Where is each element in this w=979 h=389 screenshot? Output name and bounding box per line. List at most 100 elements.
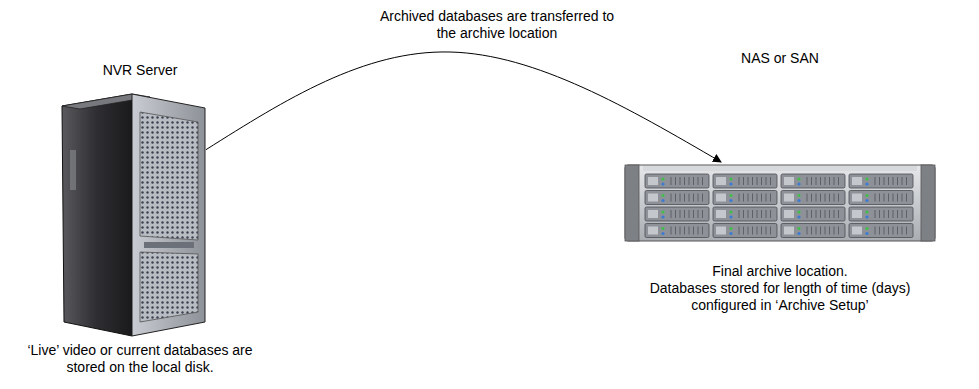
activity-led (729, 232, 732, 235)
vent-slot (698, 210, 699, 218)
vent-slot (888, 227, 889, 235)
activity-led (661, 232, 664, 235)
vent-slot (879, 194, 880, 202)
vent-slot (702, 194, 703, 202)
status-led (865, 194, 868, 197)
vent-slot (752, 194, 753, 202)
drive-bay (713, 174, 777, 188)
vent-slot (888, 194, 889, 202)
vent-slot (897, 227, 898, 235)
vent-slot (820, 177, 821, 185)
drive-bay (645, 207, 709, 221)
status-led (661, 227, 664, 230)
drive-bays (645, 174, 913, 238)
drive-tray (713, 174, 777, 188)
activity-led (865, 215, 868, 218)
vent-slot (838, 227, 839, 235)
vent-slot (757, 227, 758, 235)
drive-bay (849, 207, 913, 221)
vent-slot (752, 177, 753, 185)
vent-slot (766, 227, 767, 235)
vent-slot (875, 227, 876, 235)
drive-tray (849, 174, 913, 188)
drive-bay (713, 207, 777, 221)
vent-slot (820, 227, 821, 235)
vent-slot (906, 177, 907, 185)
vent-slot (693, 227, 694, 235)
vent-slot (902, 210, 903, 218)
activity-led (865, 232, 868, 235)
vent-slot (834, 177, 835, 185)
vent-slot (770, 177, 771, 185)
vent-slot (684, 177, 685, 185)
status-led (729, 194, 732, 197)
vent-slot (897, 194, 898, 202)
vent-slot (902, 177, 903, 185)
tray-handle (852, 210, 862, 218)
drive-tray (645, 191, 709, 205)
vent-slot (766, 210, 767, 218)
vent-slot (693, 177, 694, 185)
device-caption: ‘Live’ video or current databases are st… (20, 342, 260, 376)
vent-slot (838, 210, 839, 218)
vent-slot (689, 227, 690, 235)
vent-slot (743, 177, 744, 185)
vent-slot (698, 177, 699, 185)
vent-slot (875, 194, 876, 202)
vent-slot (884, 194, 885, 202)
vent-slot (684, 227, 685, 235)
vent-slot (825, 177, 826, 185)
status-led (661, 177, 664, 180)
activity-led (729, 215, 732, 218)
tray-handle (852, 227, 862, 235)
vent-slot (884, 210, 885, 218)
tray-handle (852, 177, 862, 185)
tray-handle (648, 210, 658, 218)
drive-tray (781, 191, 845, 205)
vent-slot (906, 194, 907, 202)
vent-slot (829, 227, 830, 235)
vent-slot (834, 194, 835, 202)
vent-slot (693, 210, 694, 218)
vent-slot (879, 210, 880, 218)
vent-slot (888, 210, 889, 218)
tray-handle (784, 177, 794, 185)
vent-slot (816, 227, 817, 235)
drive-bay (781, 191, 845, 205)
vent-slot (838, 194, 839, 202)
vent-slot (739, 177, 740, 185)
vent-slot (680, 194, 681, 202)
device-node: NVR Server ‘Live’ video or current databa… (15, 62, 265, 376)
vent-slot (761, 210, 762, 218)
vent-slot (689, 194, 690, 202)
activity-led (661, 199, 664, 202)
picture-area (62, 94, 205, 336)
vent-slot (675, 227, 676, 235)
vent-slot (671, 194, 672, 202)
vent-slot (748, 177, 749, 185)
drive-bay (781, 224, 845, 238)
vent-slot (761, 194, 762, 202)
status-led (797, 227, 800, 230)
vent-slot (684, 210, 685, 218)
tray-handle (648, 194, 658, 202)
vent-slot (825, 210, 826, 218)
vent-slot (893, 210, 894, 218)
vent-slot (820, 210, 821, 218)
vent-slot (675, 194, 676, 202)
tray-handle (648, 227, 658, 235)
vent-slot (752, 210, 753, 218)
vent-slot (743, 210, 744, 218)
vent-slot (757, 194, 758, 202)
device-caption: Databases stored for length of time (day… (635, 280, 925, 314)
drive-bay (645, 224, 709, 238)
vent-slot (807, 177, 808, 185)
tray-handle (784, 194, 794, 202)
activity-led (797, 199, 800, 202)
vent-slot (834, 210, 835, 218)
drive-tray (849, 191, 913, 205)
activity-led (729, 199, 732, 202)
drive-tray (849, 224, 913, 238)
device-name: NVR Server (15, 62, 265, 79)
